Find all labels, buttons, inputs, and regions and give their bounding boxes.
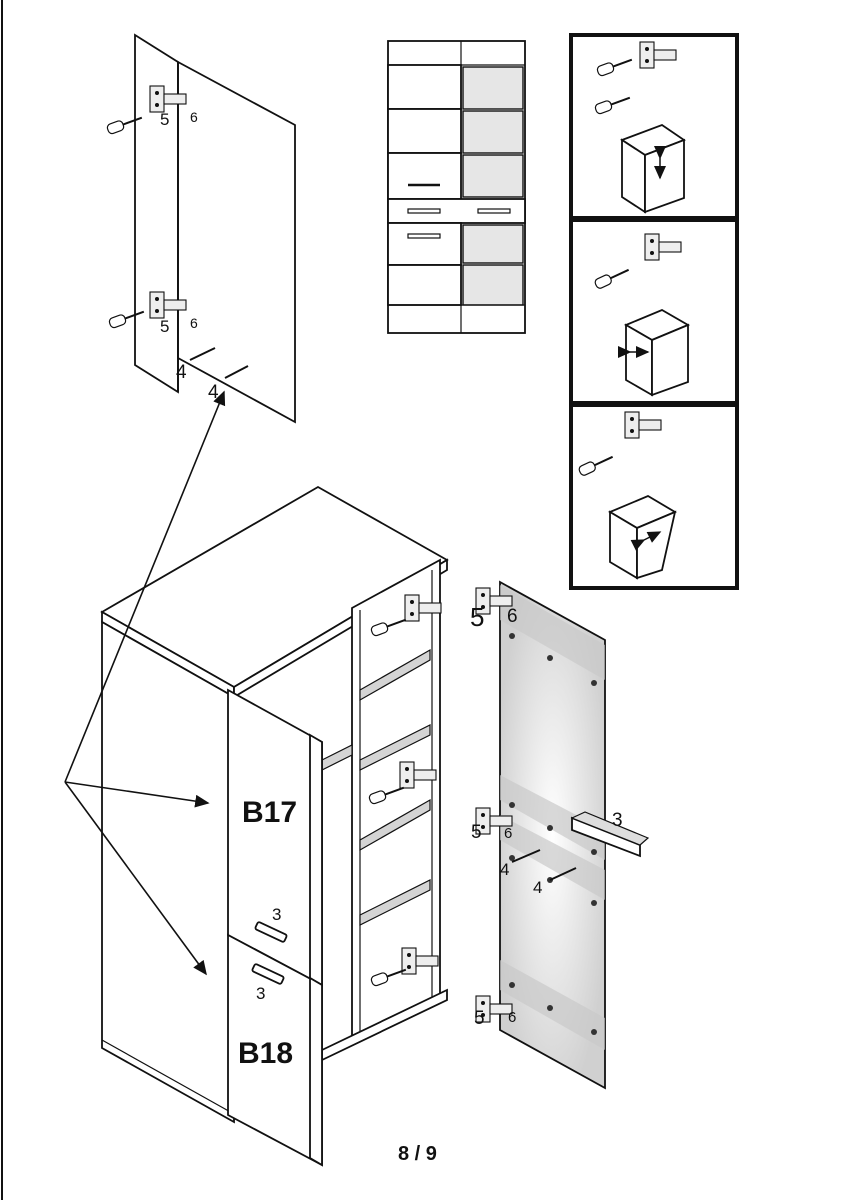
cube-icon	[620, 123, 686, 214]
hinge-adjust-panel-depth	[569, 33, 739, 220]
page-indicator: 8 / 9	[398, 1143, 437, 1165]
label-handle-3: 3	[272, 905, 281, 924]
label-screw-6: 6	[508, 1009, 516, 1026]
label-screw-4: 4	[176, 362, 187, 383]
adjust-arrow-icon	[630, 531, 662, 551]
label-screw-5: 5	[474, 1008, 485, 1029]
cabinet-body	[100, 485, 449, 1124]
screwdriver-icon	[592, 264, 632, 291]
label-handle-3: 3	[256, 984, 265, 1003]
hinge-icon	[624, 411, 662, 439]
cabinet-front-overview	[387, 40, 526, 334]
label-door-b17: B17	[242, 796, 297, 829]
label-door-b18: B18	[238, 1037, 293, 1070]
screwdriver-icon	[593, 91, 633, 116]
label-screw-5: 5	[160, 110, 169, 129]
cube-icon	[608, 494, 677, 580]
label-screw-6: 6	[504, 825, 512, 842]
hinge-adjust-panel-height	[569, 403, 739, 590]
hinge-icon	[644, 233, 682, 261]
handle-icon	[254, 921, 288, 943]
hinge-adjust-panel-side	[569, 218, 739, 405]
handle-icon	[251, 963, 285, 985]
hinge-icon	[639, 41, 677, 69]
pointer-arrows	[64, 390, 226, 976]
cube-icon	[623, 308, 691, 397]
label-screw-6: 6	[507, 606, 518, 627]
label-screw-4: 4	[533, 878, 542, 897]
door-b17: 3 B17	[227, 688, 323, 987]
label-handle-3: 3	[612, 810, 623, 831]
label-screw-5: 5	[470, 602, 484, 632]
label-screw-5: 5	[160, 317, 169, 336]
label-screw-6: 6	[190, 109, 198, 125]
door-b18: 3 B18	[227, 933, 323, 1167]
door-side-view: 5 6 5 6 4 4	[105, 33, 296, 424]
label-screw-6: 6	[190, 315, 198, 331]
glass-door: 5 6 5 6 4 4 3 5 6	[470, 580, 650, 1090]
label-screw-4: 4	[208, 382, 219, 403]
label-screw-4: 4	[500, 860, 509, 879]
handle-icon	[570, 811, 650, 858]
label-screw-5: 5	[471, 822, 482, 843]
screwdriver-icon	[595, 53, 635, 78]
screwdriver-icon	[576, 451, 616, 478]
